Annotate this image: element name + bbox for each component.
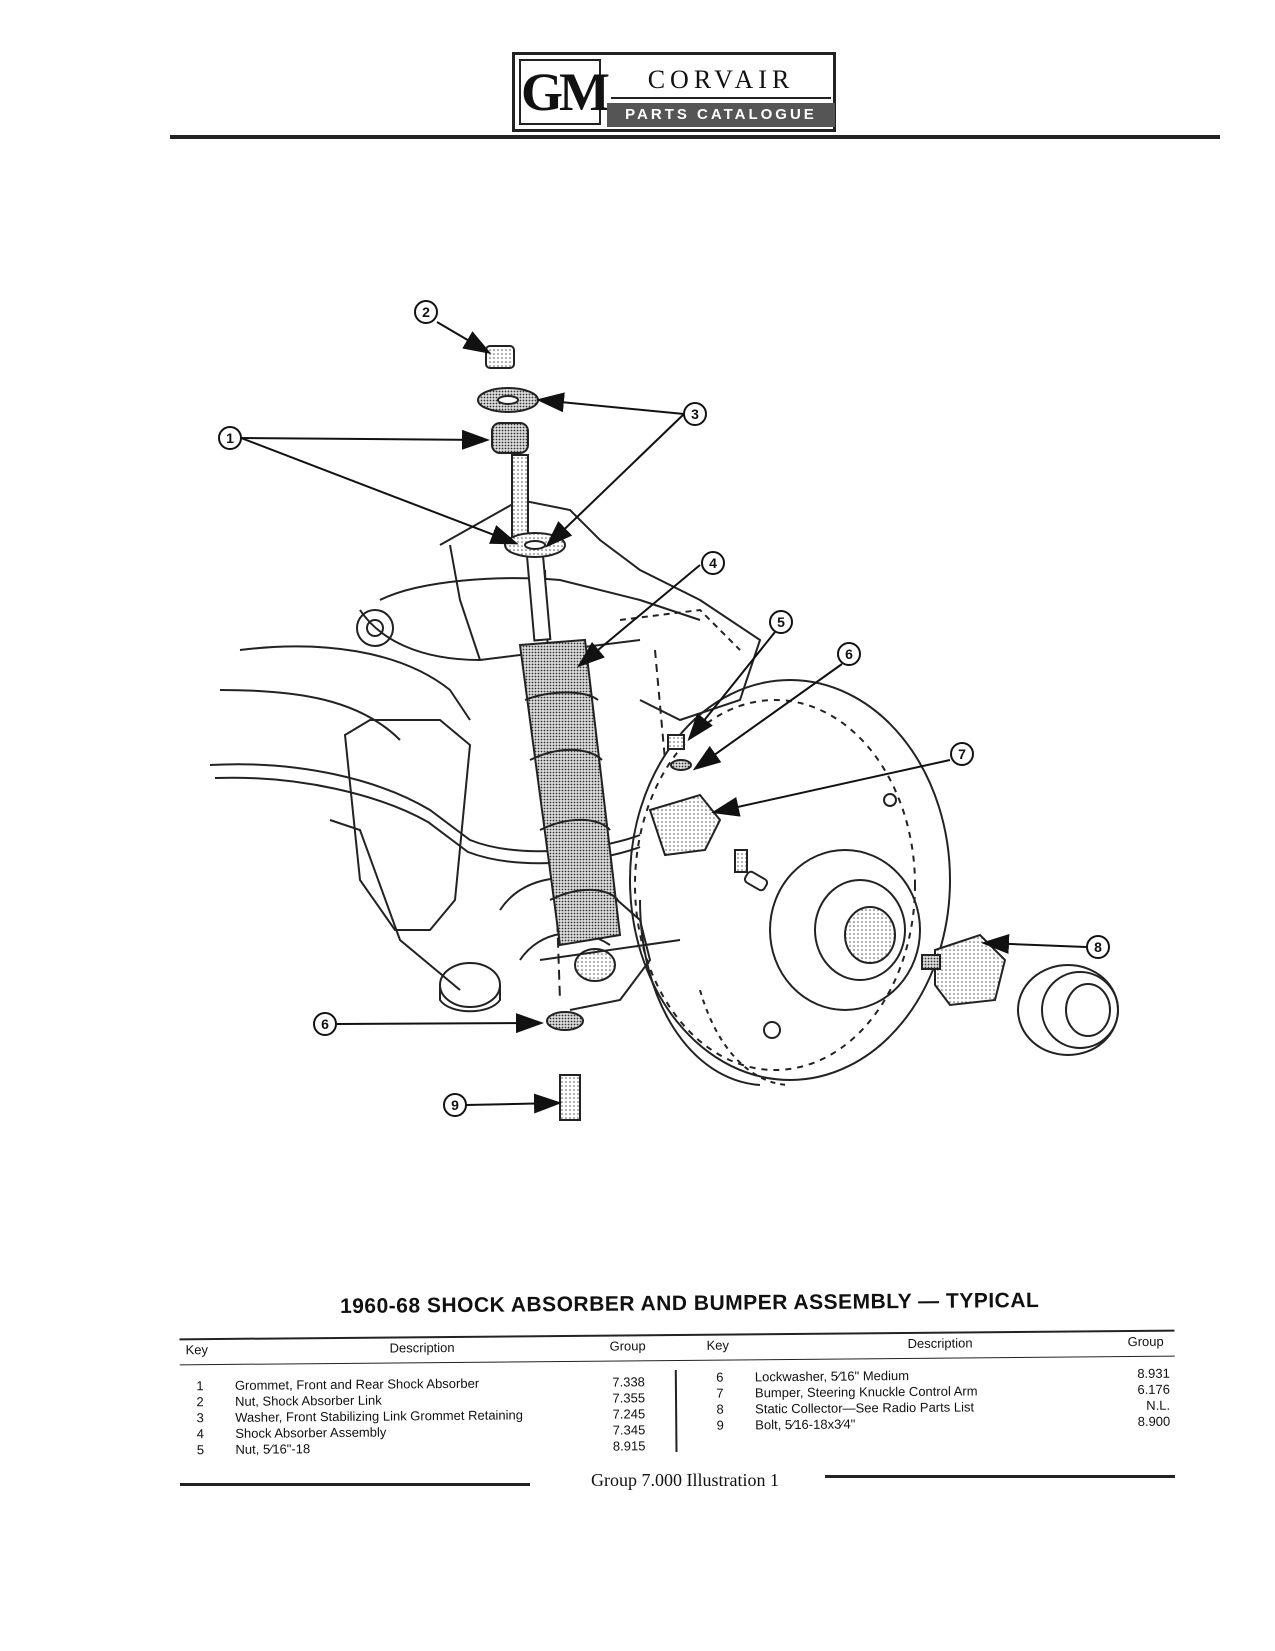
row-group: 8.931 bbox=[1137, 1365, 1170, 1381]
header-group-left: Group bbox=[609, 1338, 646, 1354]
row-group: 6.176 bbox=[1137, 1381, 1171, 1397]
header-rule bbox=[170, 135, 1220, 139]
row-group: 7.345 bbox=[612, 1422, 646, 1438]
row-key: 8 bbox=[716, 1401, 724, 1417]
row-description: Nut, Shock Absorber Link bbox=[234, 1392, 382, 1409]
header-group-right: Group bbox=[1127, 1333, 1164, 1350]
row-key: 4 bbox=[196, 1426, 204, 1442]
row-group: N.L. bbox=[1146, 1397, 1171, 1413]
leader-lines bbox=[240, 321, 1087, 1114]
callout-3: 3 bbox=[691, 406, 699, 422]
footer-group-illustration: Group 7.000 Illustration 1 bbox=[591, 1470, 779, 1490]
row-group: 7.245 bbox=[612, 1406, 646, 1422]
parts-table: Key Description Group Key Description Gr… bbox=[179, 1326, 1175, 1465]
callout-6-upper: 6 bbox=[845, 646, 853, 662]
footer-rule-right bbox=[825, 1475, 1175, 1478]
row-description: Bumper, Steering Knuckle Control Arm bbox=[754, 1383, 978, 1401]
gm-logo-mark: GM bbox=[519, 59, 610, 125]
callout-1: 1 bbox=[226, 430, 234, 446]
row-description: Lockwasher, 5⁄16" Medium bbox=[754, 1367, 910, 1385]
table-row: 9 Bolt, 5⁄16-18x3⁄4" 8.900 bbox=[680, 1414, 1175, 1434]
gm-corvair-logo: GM CORVAIR PARTS CATALOGUE bbox=[512, 52, 836, 132]
row-group: 8.915 bbox=[612, 1438, 646, 1454]
header-key-right: Key bbox=[706, 1337, 730, 1353]
callout-5: 5 bbox=[777, 614, 785, 630]
row-key: 7 bbox=[716, 1385, 724, 1401]
row-description: Nut, 5⁄16"-18 bbox=[235, 1441, 311, 1457]
header-description-right: Description bbox=[907, 1335, 973, 1351]
row-key: 5 bbox=[196, 1442, 205, 1458]
row-description: Static Collector—See Radio Parts List bbox=[755, 1399, 975, 1417]
callout-2: 2 bbox=[422, 304, 430, 320]
row-key: 6 bbox=[716, 1369, 724, 1385]
table-row: 5 Nut, 5⁄16"-18 8.915 bbox=[180, 1438, 675, 1458]
row-description: Bolt, 5⁄16-18x3⁄4" bbox=[755, 1416, 856, 1433]
row-group: 7.355 bbox=[612, 1390, 646, 1406]
row-key: 3 bbox=[196, 1410, 204, 1426]
callout-7: 7 bbox=[958, 746, 966, 762]
row-group: 8.900 bbox=[1137, 1413, 1171, 1429]
callout-6-lower: 6 bbox=[321, 1016, 329, 1032]
callout-8: 8 bbox=[1094, 939, 1102, 955]
header-key-left: Key bbox=[185, 1342, 209, 1358]
row-key: 2 bbox=[196, 1394, 204, 1410]
catalogue-title: CORVAIR bbox=[611, 63, 831, 99]
callout-circles bbox=[218, 300, 1110, 1117]
row-key: 1 bbox=[196, 1378, 204, 1394]
table-header-rule bbox=[179, 1355, 1175, 1366]
row-key: 9 bbox=[716, 1417, 724, 1433]
row-description: Shock Absorber Assembly bbox=[235, 1424, 387, 1441]
callout-4: 4 bbox=[709, 555, 717, 571]
footer-rule-left bbox=[180, 1483, 530, 1486]
catalogue-subtitle: PARTS CATALOGUE bbox=[607, 103, 835, 127]
row-group: 7.338 bbox=[612, 1374, 645, 1390]
header-description-left: Description bbox=[389, 1339, 455, 1356]
callout-9: 9 bbox=[451, 1097, 459, 1113]
